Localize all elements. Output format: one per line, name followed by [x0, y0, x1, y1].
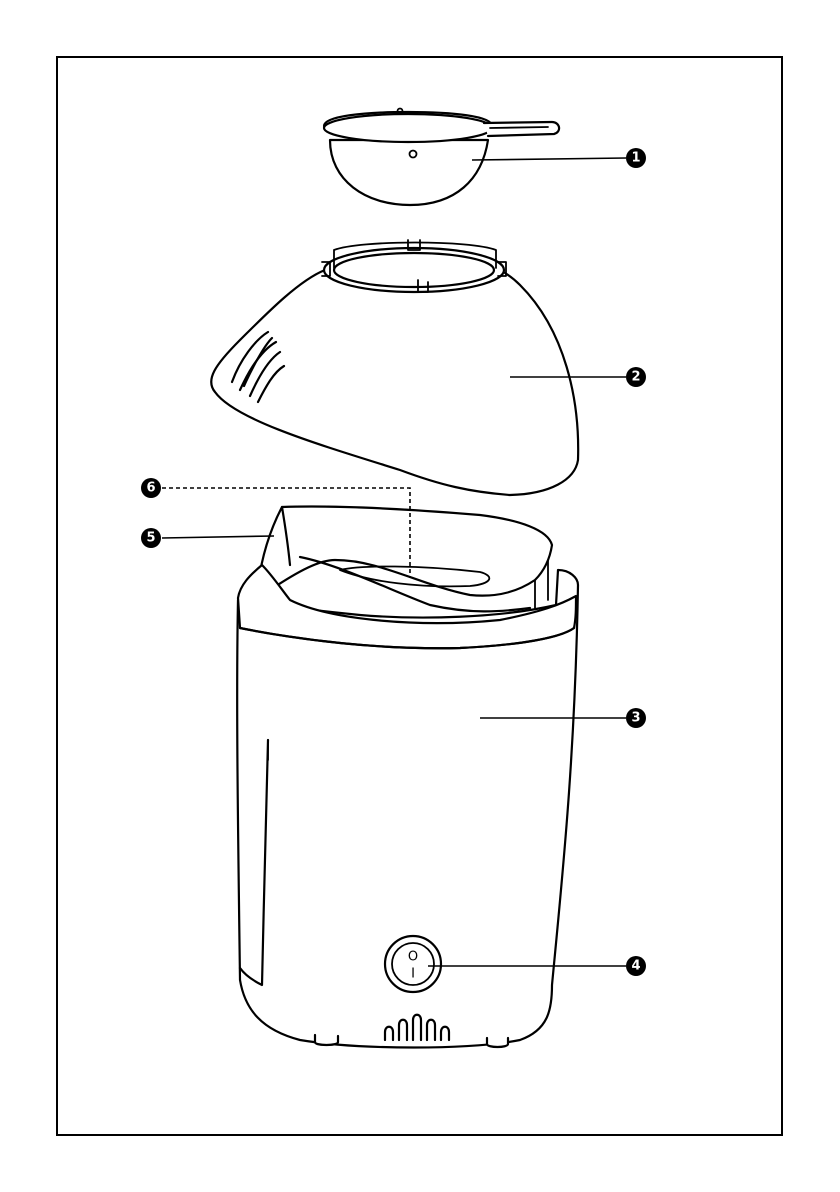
svg-text:4: 4	[631, 959, 640, 974]
svg-text:3: 3	[631, 711, 640, 726]
power-switch: O I	[385, 936, 441, 992]
svg-text:6: 6	[146, 481, 155, 496]
callout-marker-5: 5	[141, 528, 161, 548]
switch-on-symbol: I	[411, 967, 415, 982]
callout-marker-2: 2	[626, 367, 646, 387]
leader-line-1	[472, 158, 626, 160]
leader-line-5	[162, 536, 274, 538]
callout-marker-3: 3	[626, 708, 646, 728]
measuring-cup	[324, 109, 559, 206]
switch-off-symbol: O	[408, 950, 418, 965]
top-cover	[211, 240, 578, 495]
callout-marker-6: 6	[141, 478, 161, 498]
svg-text:5: 5	[146, 531, 155, 546]
callout-marker-1: 1	[626, 148, 646, 168]
svg-text:2: 2	[631, 370, 640, 385]
callout-marker-4: 4	[626, 956, 646, 976]
chamber-insert	[258, 507, 552, 612]
svg-text:1: 1	[631, 151, 640, 166]
